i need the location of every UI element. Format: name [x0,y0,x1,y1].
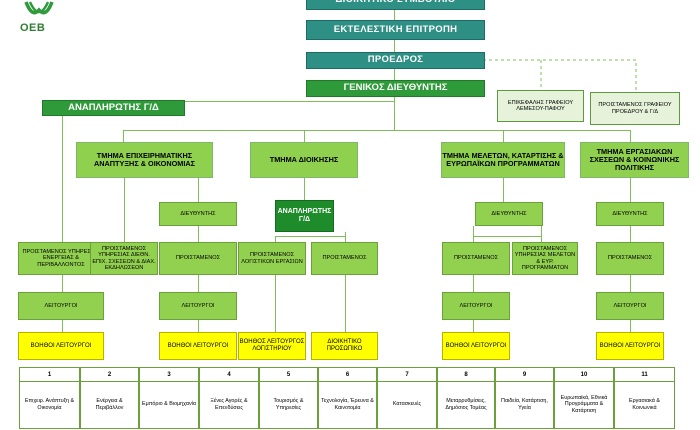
president-office-box: ΠΡΟΙΣΤΑΜΕΝΟΣ ΓΡΑΦΕΙΟΥ ΠΡΟΕΔΡΟΥ & Γ/Δ [590,92,680,125]
sector-8: 8 Μεταρρυθμίσεις, Δημόσιος Τομέας [437,367,495,429]
head-international-relations: ΠΡΟΙΣΤΑΜΕΝΟΣ ΥΠΗΡΕΣΙΑΣ ΔΙΕΘΝ. ΕΠΙΧ. ΣΧΕΣ… [90,242,158,275]
sector-10: 10 Ευρωπαϊκά, Εθνικά Προγράμματα & Κατάρ… [554,367,614,429]
sector-number: 7 [378,368,436,382]
sector-label: Κατασκευές [392,401,422,408]
connector [198,226,199,332]
connector [394,40,395,52]
connector [123,130,630,131]
sector-number: 3 [140,368,198,382]
sector-7: 7 Κατασκευές [377,367,437,429]
head-studies: ΠΡΟΙΣΤΑΜΕΝΟΣ [442,242,510,275]
president-box: ΠΡΟΕΔΡΟΣ [306,52,485,69]
sector-number: 10 [555,368,613,382]
connector [275,236,345,237]
sector-label: Ενέργεια & Περιβάλλον [95,398,124,411]
connector [473,236,541,237]
head-labour: ΠΡΟΙΣΤΑΜΕΝΟΣ [596,242,664,275]
connector [304,130,305,142]
officers-studies: ΛΕΙΤΟΥΡΓΟΙ [442,292,510,320]
admin-staff: ΔΙΟΙΚΗΤΙΚΟ ΠΡΟΣΩΠΙΚΟ [311,332,378,360]
sector-label: Παιδεία, Κατάρτιση, Υγεία [501,398,548,411]
board-box: ΔΙΟΙΚΗΤΙΚΟ ΣΥΜΒΟΥΛΙΟ [306,0,485,10]
connector [503,178,504,202]
sector-4: 4 Ξένες Αγορές & Επενδύσεις [199,367,259,429]
sector-label: Μεταρρυθμίσεις, Δημόσιος Τομέας [445,398,487,411]
sector-2: 2 Ενέργεια & Περιβάλλον [80,367,139,429]
dept-labour-relations: ΤΜΗΜΑ ΕΡΓΑΣΙΑΚΩΝ ΣΧΕΣΕΩΝ & ΚΟΙΝΩΝΙΚΗΣ ΠΟ… [580,142,689,178]
sector-label: Εργασιακά & Κοινωνικά [629,398,660,411]
officers-business-left: ΛΕΙΤΟΥΡΓΟΙ [18,292,104,320]
sector-number: 6 [319,368,376,382]
sector-number: 11 [615,368,674,382]
sector-11: 11 Εργασιακά & Κοινωνικά [614,367,675,429]
assistants-labour: ΒΟΗΘΟΙ ΛΕΙΤΟΥΡΓΟΙ [596,332,664,360]
general-manager-box: ΓΕΝΙΚΟΣ ΔΙΕΥΘΥΝΤΗΣ [306,80,485,97]
connector [62,116,63,242]
dept-business-development: ΤΜΗΜΑ ΕΠΙΧΕΙΡΗΜΑΤΙΚΗΣ ΑΝΑΠΤΥΞΗΣ & ΟΙΚΟΝΟ… [76,142,213,178]
director-business: ΔΙΕΥΘΥΝΤΗΣ [159,202,237,226]
executive-committee-box: ΕΚΤΕΛΕΣΤΙΚΗ ΕΠΙΤΡΟΠΗ [306,20,485,40]
connector [394,68,395,80]
officers-labour: ΛΕΙΤΟΥΡΓΟΙ [596,292,664,320]
head-business: ΠΡΟΙΣΤΑΜΕΝΟΣ [159,242,237,275]
connector [473,226,474,332]
sector-label: Ευρωπαϊκά, Εθνικά Προγράμματα & Κατάρτισ… [560,395,608,414]
head-accounting: ΠΡΟΙΣΤΑΜΕΝΟΣ ΛΟΓΙΣΤΙΚΩΝ ΕΡΓΑΣΙΩΝ [238,242,306,275]
sector-5: 5 Τουρισμός & Υπηρεσίες [259,367,318,429]
connector [630,130,631,142]
connector [394,97,395,130]
sector-number: 1 [20,368,79,382]
limassol-office-box: ΕΠΙΚΕΦΑΛΗΣ ΓΡΑΦΕΙΟΥ ΛΕΜΕΣΟΥ-ΠΑΦΟΥ [497,90,584,122]
sector-9: 9 Παιδεία, Κατάρτιση, Υγεία [495,367,554,429]
director-labour: ΔΙΕΥΘΥΝΤΗΣ [596,202,664,226]
logo-text: OEB [20,22,46,34]
assistants-business-left: ΒΟΗΘΟΙ ΛΕΙΤΟΥΡΓΟΙ [18,332,104,360]
connector [345,232,346,332]
connector [503,130,504,142]
head-eu-programmes: ΠΡΟΙΣΤΑΜΕΝΟΣ ΥΠΗΡΕΣΙΑΣ ΜΕΛΕΤΩΝ & ΕΥΡ. ΠΡ… [512,242,578,275]
sector-label: Τουρισμός & Υπηρεσίες [273,398,304,411]
connector [394,10,395,20]
connector [185,101,394,102]
sector-label: Ξένες Αγορές & Επενδύσεις [210,398,248,411]
sector-number: 4 [200,368,258,382]
connector [541,226,542,242]
sector-label: Εμπόριο & Βιομηχανία [142,401,196,408]
dept-administration: ΤΜΗΜΑ ΔΙΟΙΚΗΣΗΣ [250,142,358,178]
deputy-gm-box: ΑΝΑΠΛΗΡΩΤΗΣ Γ/Δ [42,100,185,116]
sector-label: Τεχνολογία, Έρευνα & Καινοτομία [321,398,374,411]
sector-number: 8 [438,368,494,382]
sector-number: 5 [260,368,317,382]
connector [198,178,199,202]
connector [124,178,125,242]
sector-number: 9 [496,368,553,382]
sector-3: 3 Εμπόριο & Βιομηχανία [139,367,199,429]
director-studies: ΔΙΕΥΘΥΝΤΗΣ [475,202,543,226]
sector-1: 1 Επιχειρ. Ανάπτυξη & Οικονομία [19,367,80,429]
officers-business: ΛΕΙΤΟΥΡΓΟΙ [159,292,237,320]
sector-number: 2 [81,368,138,382]
dept-studies-training-eu: ΤΜΗΜΑ ΜΕΛΕΤΩΝ, ΚΑΤΑΡΤΙΣΗΣ & ΕΥΡΩΠΑΪΚΩΝ Π… [441,142,565,178]
connector [123,130,124,142]
sector-label: Επιχειρ. Ανάπτυξη & Οικονομία [24,398,75,411]
head-admin: ΠΡΟΙΣΤΑΜΕΝΟΣ [311,242,378,275]
assistant-accounting: ΒΟΗΘΟΣ ΛΕΙΤΟΥΡΓΟΣ ΛΟΓΙΣΤΗΡΙΟΥ [238,332,306,360]
assistants-studies: ΒΟΗΘΟΙ ΛΕΙΤΟΥΡΓΟΙ [442,332,510,360]
logo-icon [24,1,54,15]
sector-6: 6 Τεχνολογία, Έρευνα & Καινοτομία [318,367,377,429]
assistants-business: ΒΟΗΘΟΙ ΛΕΙΤΟΥΡΓΟΙ [159,332,237,360]
connector [275,236,276,332]
deputy-gm-admin: ΑΝΑΠΛΗΡΩΤΗΣ Γ/Δ [275,200,334,232]
connector [304,178,305,200]
